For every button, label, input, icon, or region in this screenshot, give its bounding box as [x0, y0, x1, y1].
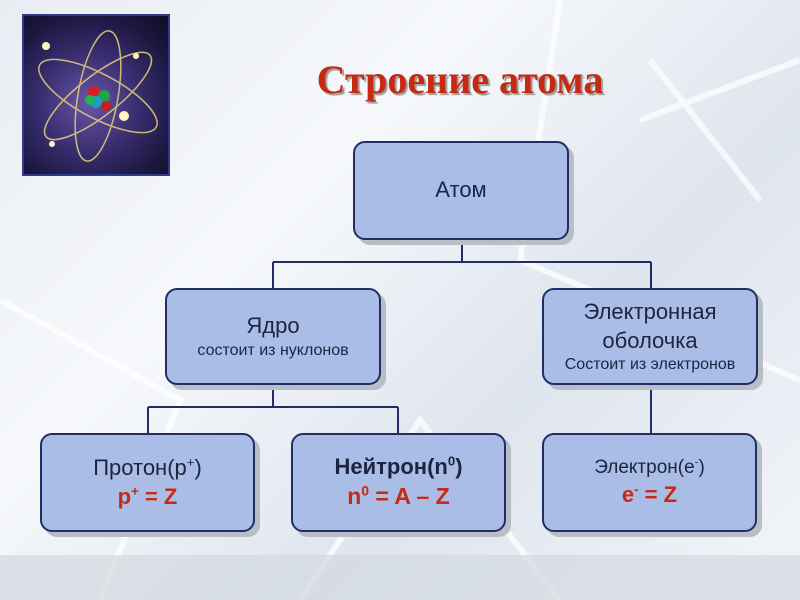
neutron-sup: 0 [447, 453, 456, 469]
nucleus-sub: состоит из нуклонов [197, 341, 349, 359]
atom-label: Атом [435, 177, 487, 203]
shell-sub: Состоит из электронов [564, 356, 736, 374]
neutron-formula-rest: = A – Z [369, 482, 450, 509]
shell-label-line1: Электронная [583, 298, 717, 324]
nucleus-label: Ядро [246, 313, 300, 339]
neutron-formula: n0 = A – Z [347, 482, 450, 512]
atom-model-image [22, 14, 170, 176]
atom-node: Атом [353, 141, 569, 240]
proton-formula-sym: p [117, 483, 132, 509]
proton-formula-sup: + [131, 483, 139, 499]
shell-label-line2: оболочка [602, 327, 698, 353]
proton-sup: + [186, 454, 195, 470]
proton-formula: p+ = Z [118, 483, 178, 512]
electron-close: ) [698, 456, 705, 478]
proton-node: Протон(p+) p+ = Z [40, 433, 255, 532]
neutron-formula-sup: 0 [361, 483, 369, 499]
electron-label: Электрон(e-) [594, 456, 705, 481]
proton-close: ) [194, 454, 202, 480]
electron-shell-node: Электронная оболочка Состоит из электрон… [542, 288, 758, 385]
electron-formula-sup: - [634, 481, 639, 497]
neutron-name: Нейтрон(n [334, 454, 448, 480]
electron-formula-sym: e [621, 481, 635, 507]
nucleus-node: Ядро состоит из нуклонов [165, 288, 381, 385]
neutron-label: Нейтрон(n0) [334, 453, 462, 482]
neutron-formula-sym: n [347, 482, 362, 509]
electron-name: Электрон(e [594, 456, 695, 478]
electron-formula-rest: = Z [638, 481, 678, 507]
electron-node: Электрон(e-) e- = Z [542, 433, 757, 532]
electron-formula: e- = Z [622, 481, 677, 510]
atom-model-icon [38, 30, 158, 162]
neutron-close: ) [455, 454, 463, 480]
electron-sup: - [694, 456, 699, 469]
proton-name: Протон(p [93, 454, 187, 480]
proton-label: Протон(p+) [93, 454, 202, 483]
neutron-node: Нейтрон(n0) n0 = A – Z [291, 433, 506, 532]
proton-formula-rest: = Z [138, 483, 178, 509]
page-title: Строение атома [316, 57, 604, 102]
